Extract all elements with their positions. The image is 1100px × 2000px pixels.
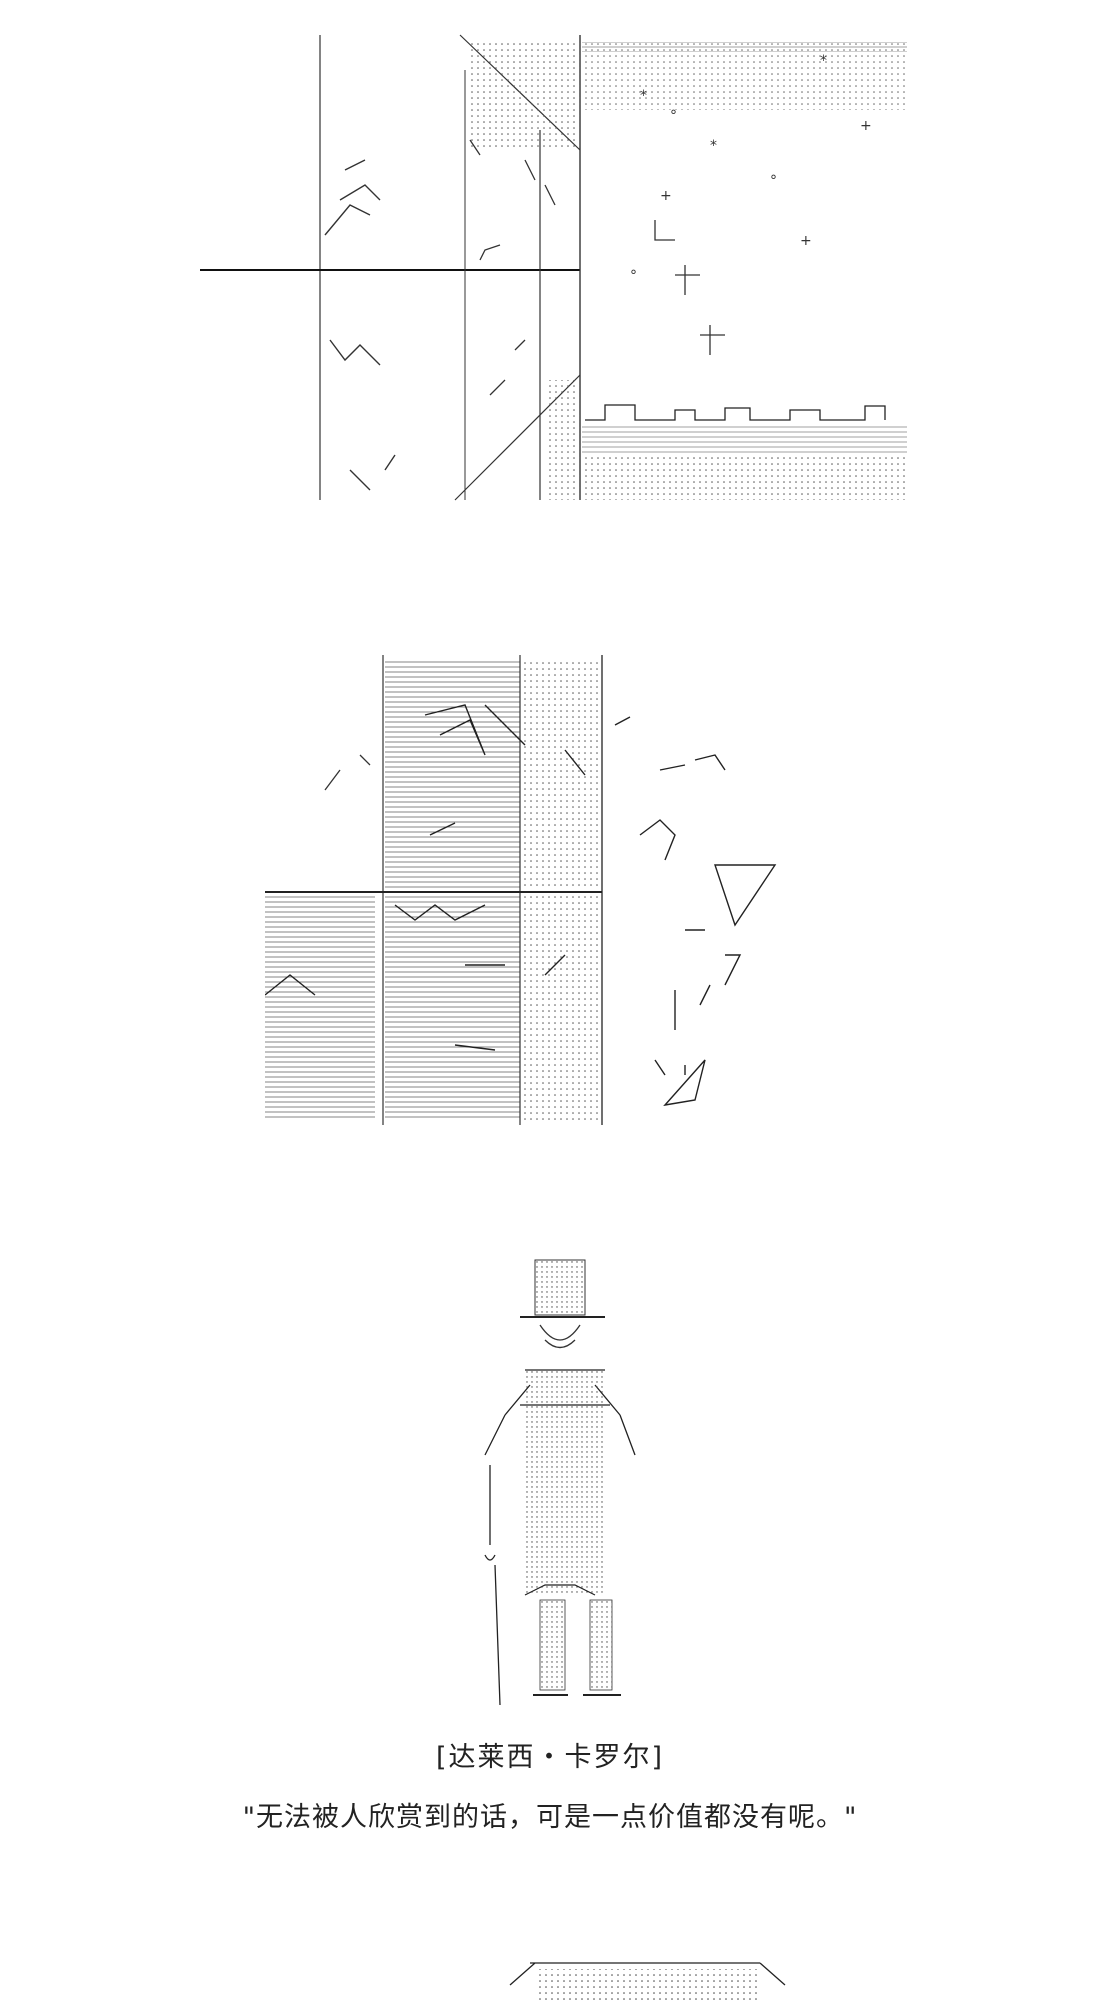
bottom-partial-art — [490, 1955, 800, 2000]
partial-artwork-icon — [509, 1962, 786, 2000]
svg-text:+: + — [860, 118, 872, 134]
svg-text:+: + — [800, 233, 812, 249]
broken-window-art — [265, 655, 825, 1125]
top-hat-figure-art — [455, 1255, 655, 1715]
svg-text:*: * — [640, 88, 647, 104]
svg-text:*: * — [710, 138, 717, 154]
top-hat-gentleman-icon — [484, 1259, 636, 1706]
svg-text:*: * — [820, 53, 827, 69]
svg-text:°: ° — [670, 108, 677, 124]
stage-curtain-icon: * * * + + ° ° ° + — [200, 34, 907, 501]
svg-text:+: + — [660, 188, 672, 204]
svg-text:°: ° — [770, 173, 777, 189]
character-quote: "无法被人欣赏到的话，可是一点价值都没有呢。" — [242, 1802, 858, 1833]
broken-window-icon — [265, 655, 777, 1125]
svg-text:°: ° — [630, 268, 637, 284]
character-name: [达莱西・卡罗尔] — [435, 1742, 665, 1773]
stage-curtain-art: * * * + + ° ° ° + — [200, 30, 910, 510]
